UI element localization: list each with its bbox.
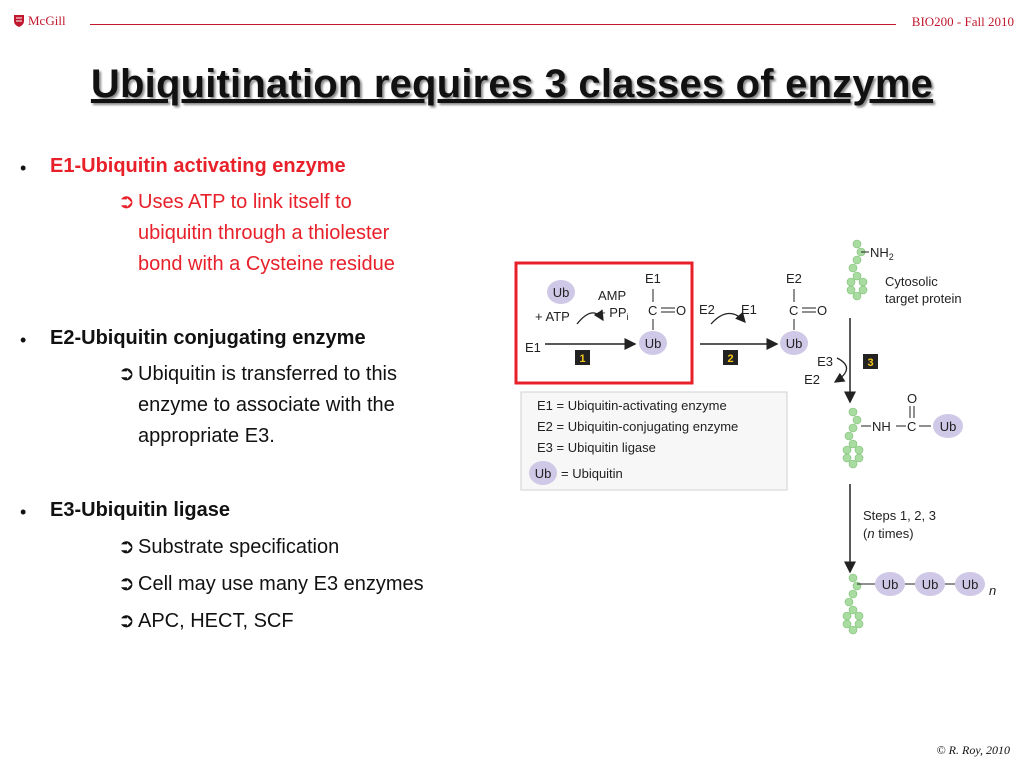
oxygen-label: O xyxy=(817,303,827,318)
ub-label: Ub xyxy=(535,466,552,481)
legend-e1: E1 = Ubiquitin-activating enzyme xyxy=(537,398,727,413)
ubiquitin-circle xyxy=(547,280,575,304)
ub-label: Ub xyxy=(922,577,939,592)
ub-label: Ub xyxy=(786,336,803,351)
steps-label-2: (n times) xyxy=(863,526,914,541)
carbon-label: C xyxy=(789,303,798,318)
sub-text-line: Ubiquitin is transferred to this xyxy=(138,363,398,385)
ub-label: Ub xyxy=(962,577,979,592)
e1-out-label: E1 xyxy=(741,302,757,317)
sub-bullet: ➲ Ubiquitin is transferred to this enzym… xyxy=(118,359,397,452)
mcgill-logo: McGill xyxy=(14,13,66,29)
sub-text-line: ubiquitin through a thiolester xyxy=(138,222,390,244)
bullet-heading-e2: E2-Ubiquitin conjugating enzyme xyxy=(50,327,366,349)
sub-text-line: Cell may use many E3 enzymes xyxy=(138,573,424,595)
ubiquitin-circle xyxy=(915,572,945,596)
slide-title: Ubiquitination requires 3 classes of enz… xyxy=(90,62,934,106)
legend-box xyxy=(520,391,788,491)
bullet-dot: • xyxy=(20,330,27,350)
carbon-label: C xyxy=(907,419,916,434)
sub-bullet: ➲ Cell may use many E3 enzymes xyxy=(118,569,424,600)
ub-label: Ub xyxy=(882,577,899,592)
e1-label: E1 xyxy=(645,271,661,286)
bullet-dot: • xyxy=(20,502,27,522)
step-number: 3 xyxy=(867,357,873,369)
header-rule xyxy=(90,24,896,25)
sub-text-line: enzyme to associate with the xyxy=(138,394,395,416)
step-badge-1 xyxy=(575,350,590,365)
n-subscript: n xyxy=(989,583,996,598)
bullet-heading-e1: E1-Ubiquitin activating enzyme xyxy=(50,155,346,177)
sub-bullet: ➲ Uses ATP to link itself to ubiquitin t… xyxy=(118,187,395,280)
ubiquitin-circle xyxy=(955,572,985,596)
step-number: 2 xyxy=(727,353,733,365)
shield-icon xyxy=(14,15,24,27)
ub-label: Ub xyxy=(940,419,957,434)
sub-text-line: bond with a Cysteine residue xyxy=(138,253,395,275)
sub-text-line: Uses ATP to link itself to xyxy=(138,191,352,213)
carbon-label: C xyxy=(648,303,657,318)
sub-text-line: APC, HECT, SCF xyxy=(138,610,294,632)
ub-label: Ub xyxy=(553,285,570,300)
ub-label: Ub xyxy=(645,336,662,351)
step-number: 1 xyxy=(579,353,585,365)
e1-free-label: E1 xyxy=(525,340,541,355)
e2-label: E2 xyxy=(786,271,802,286)
ubiquitin-circle xyxy=(933,414,963,438)
target-label-1: Cytosolic xyxy=(885,274,938,289)
legend-e3: E3 = Ubiquitin ligase xyxy=(537,440,656,455)
legend-e2: E2 = Ubiquitin-conjugating enzyme xyxy=(537,419,738,434)
protein-chain-icon xyxy=(842,573,864,635)
step-badge-2 xyxy=(723,350,738,365)
atp-label: + ATP xyxy=(535,309,570,324)
protein-chain-icon xyxy=(846,239,868,301)
steps-label-1: Steps 1, 2, 3 xyxy=(863,508,936,523)
curved-side-arrow xyxy=(576,309,604,325)
e3-label: E3 xyxy=(817,354,833,369)
legend-ub: = Ubiquitin xyxy=(561,466,623,481)
oxygen-label: O xyxy=(676,303,686,318)
copyright: © R. Roy, 2010 xyxy=(936,743,1010,757)
curved-arrow-icon: ➲ xyxy=(118,191,135,213)
bullet-dot: • xyxy=(20,158,27,178)
curved-arrow-icon: ➲ xyxy=(118,363,135,385)
e1-highlight-box xyxy=(514,261,694,385)
ubiquitin-circle xyxy=(639,331,667,355)
course-label: BIO200 - Fall 2010 xyxy=(911,14,1014,29)
protein-chain-icon xyxy=(842,407,864,469)
curved-side-arrow xyxy=(710,311,746,325)
sub-bullet: ➲ Substrate specification xyxy=(118,532,339,563)
curved-arrow-icon: ➲ xyxy=(118,610,135,632)
target-label-2: target protein xyxy=(885,291,962,306)
curved-arrow-icon: ➲ xyxy=(118,573,135,595)
nh-label: NH xyxy=(872,419,891,434)
amp-label: AMP xyxy=(598,288,626,303)
sub-bullet: ➲ APC, HECT, SCF xyxy=(118,606,294,637)
curved-arrow-icon: ➲ xyxy=(118,536,135,558)
ppi-label: + PPi xyxy=(598,305,629,322)
sub-text-line: appropriate E3. xyxy=(138,425,275,447)
bullet-heading-e3: E3-Ubiquitin ligase xyxy=(50,499,231,521)
e2-out-label: E2 xyxy=(804,372,820,387)
nh2-label: NH2 xyxy=(870,245,894,262)
ubiquitin-circle xyxy=(780,331,808,355)
ubiquitination-diagram: Ub + ATP E1 AMP + PPi 1 E1 C O Ub E2 E1 … xyxy=(514,239,996,635)
sub-text-line: Substrate specification xyxy=(138,536,340,558)
oxygen-label: O xyxy=(907,391,917,406)
curved-side-arrow xyxy=(833,357,848,383)
e2-in-label: E2 xyxy=(699,302,715,317)
logo-text: McGill xyxy=(28,13,66,28)
ubiquitin-circle xyxy=(529,461,557,485)
step-badge-3 xyxy=(863,354,878,369)
ubiquitin-circle xyxy=(875,572,905,596)
